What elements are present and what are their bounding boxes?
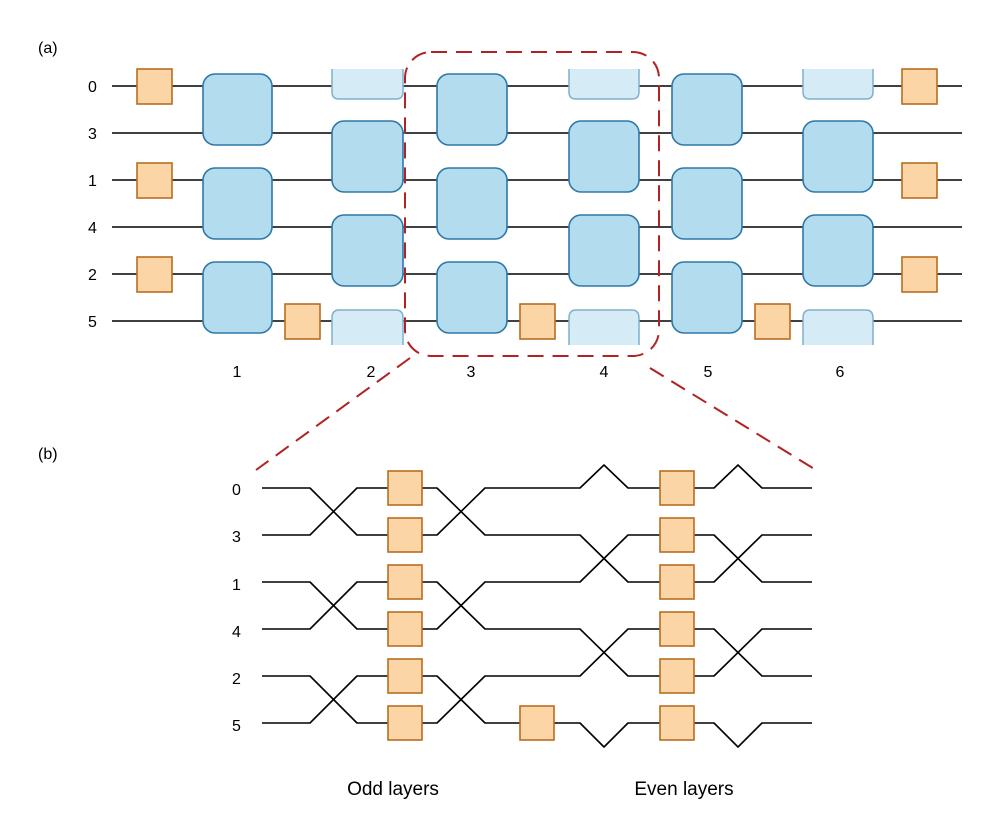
wire-label-b: 3 xyxy=(232,529,241,546)
two-qubit-gate xyxy=(802,120,874,193)
two-qubit-gate xyxy=(436,73,508,146)
single-qubit-gate xyxy=(519,303,556,340)
wire-label-a: 3 xyxy=(88,126,97,143)
wire-b-path xyxy=(262,581,812,677)
two-qubit-gate xyxy=(568,214,640,287)
single-qubit-gate xyxy=(901,162,938,199)
two-qubit-gate xyxy=(202,167,273,240)
wire-b-path xyxy=(262,487,812,583)
single-qubit-gate xyxy=(659,517,695,553)
layer-label: 3 xyxy=(467,364,476,381)
single-qubit-gate xyxy=(519,705,555,741)
two-qubit-gate xyxy=(202,73,273,146)
layer-label: 5 xyxy=(704,364,713,381)
wire-label-a: 4 xyxy=(88,220,97,237)
wire-label-b: 2 xyxy=(232,671,241,688)
zoom-highlight-box xyxy=(404,51,660,357)
two-qubit-gate xyxy=(331,214,404,287)
faded-gates xyxy=(331,69,874,345)
panel-b-label: (b) xyxy=(38,446,58,463)
wire-label-b: 0 xyxy=(232,482,241,499)
faded-two-qubit-gate xyxy=(802,69,874,100)
faded-two-qubit-gate xyxy=(568,309,640,345)
wire-label-a: 0 xyxy=(88,79,97,96)
odd-layers-caption: Odd layers xyxy=(347,779,439,800)
wire-label-a: 5 xyxy=(88,314,97,331)
zoom-connectors xyxy=(255,357,817,471)
two-qubit-gate xyxy=(568,120,640,193)
faded-two-qubit-gate xyxy=(331,309,404,345)
panel-b: (b) 0 3 1 4 2 5 xyxy=(38,446,812,800)
single-qubit-gate xyxy=(387,611,423,647)
wire-b-path xyxy=(262,534,812,630)
two-qubit-gate xyxy=(436,167,508,240)
single-qubit-gate xyxy=(387,517,423,553)
wire-label-b: 4 xyxy=(232,624,241,641)
wire-b-path xyxy=(262,464,812,536)
single-qubit-gates-a xyxy=(136,68,938,340)
single-qubit-gate xyxy=(901,256,938,293)
wire-label-b: 5 xyxy=(232,718,241,735)
even-layers-caption: Even layers xyxy=(634,779,733,800)
layer-label: 1 xyxy=(233,364,242,381)
layer-label: 6 xyxy=(836,364,845,381)
wire-label-b: 1 xyxy=(232,577,241,594)
single-qubit-gate xyxy=(901,68,938,105)
faded-two-qubit-gate xyxy=(802,309,874,345)
two-qubit-gate xyxy=(331,120,404,193)
single-qubit-gate xyxy=(284,303,321,340)
single-qubit-gate xyxy=(387,705,423,741)
wire-label-a: 2 xyxy=(88,267,97,284)
single-qubit-gate xyxy=(136,68,173,105)
zoom-connector-left xyxy=(255,357,411,471)
layer-label: 4 xyxy=(600,364,609,381)
two-qubit-gate xyxy=(671,261,743,334)
zoom-connector-right xyxy=(649,367,817,471)
single-qubit-gate xyxy=(659,611,695,647)
wire-label-a: 1 xyxy=(88,173,97,190)
two-qubit-gates xyxy=(202,73,874,334)
single-qubit-gate xyxy=(136,256,173,293)
two-qubit-gate xyxy=(671,73,743,146)
panel-b-wires xyxy=(262,464,812,748)
two-qubit-gate xyxy=(671,167,743,240)
single-qubit-gate xyxy=(136,162,173,199)
panel-a-label: (a) xyxy=(38,40,58,57)
single-qubit-gate xyxy=(659,470,695,506)
single-qubit-gate xyxy=(387,658,423,694)
single-qubit-gate xyxy=(659,658,695,694)
single-qubit-gate xyxy=(754,303,791,340)
faded-two-qubit-gate xyxy=(568,69,640,100)
single-qubit-gate xyxy=(659,564,695,600)
two-qubit-gate xyxy=(802,214,874,287)
single-qubit-gate xyxy=(387,564,423,600)
panel-a: (a) 0 3 1 4 2 5 xyxy=(38,40,962,381)
two-qubit-gate xyxy=(202,261,273,334)
single-qubit-gate xyxy=(659,705,695,741)
wire-b-path xyxy=(262,675,812,748)
faded-two-qubit-gate xyxy=(331,69,404,100)
two-qubit-gate xyxy=(436,261,508,334)
single-qubit-gate xyxy=(387,470,423,506)
single-qubit-gates-b xyxy=(387,470,695,741)
layer-label: 2 xyxy=(367,364,376,381)
